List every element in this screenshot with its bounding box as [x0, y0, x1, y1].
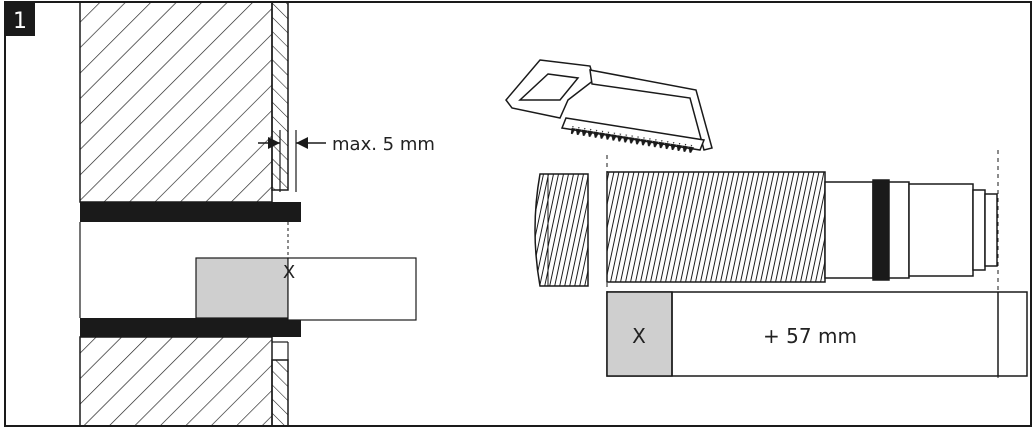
cut-detail: X + 57 mm [505, 59, 1028, 378]
plaster-layer-lower [271, 359, 289, 427]
step-badge: 1 [5, 2, 35, 36]
dimension-arrow-icon [268, 137, 280, 149]
segment-label: X [632, 324, 646, 348]
wall-upper [79, 1, 273, 203]
marker-label: X [283, 262, 295, 283]
hacksaw-icon [505, 59, 713, 154]
sensor-body [287, 257, 417, 321]
gap-label: max. 5 mm [332, 134, 435, 155]
sensor-housing [824, 179, 998, 281]
gap-dimension: max. 5 mm [258, 130, 435, 192]
length-bar: X + 57 mm [606, 291, 1028, 377]
outer-frame [4, 1, 1032, 427]
step-number: 1 [13, 9, 27, 34]
wall-lower [79, 336, 273, 427]
threaded-body [606, 171, 826, 283]
dimension-arrow-icon [296, 137, 308, 149]
cutoff-piece [534, 173, 589, 287]
sensor-shaded-part [195, 257, 289, 319]
extension-label: + 57 mm [763, 324, 857, 348]
wall-detail: X max. 5 mm [79, 1, 435, 427]
thread-teeth-lower [184, 318, 300, 328]
thread-teeth-upper [196, 212, 300, 222]
